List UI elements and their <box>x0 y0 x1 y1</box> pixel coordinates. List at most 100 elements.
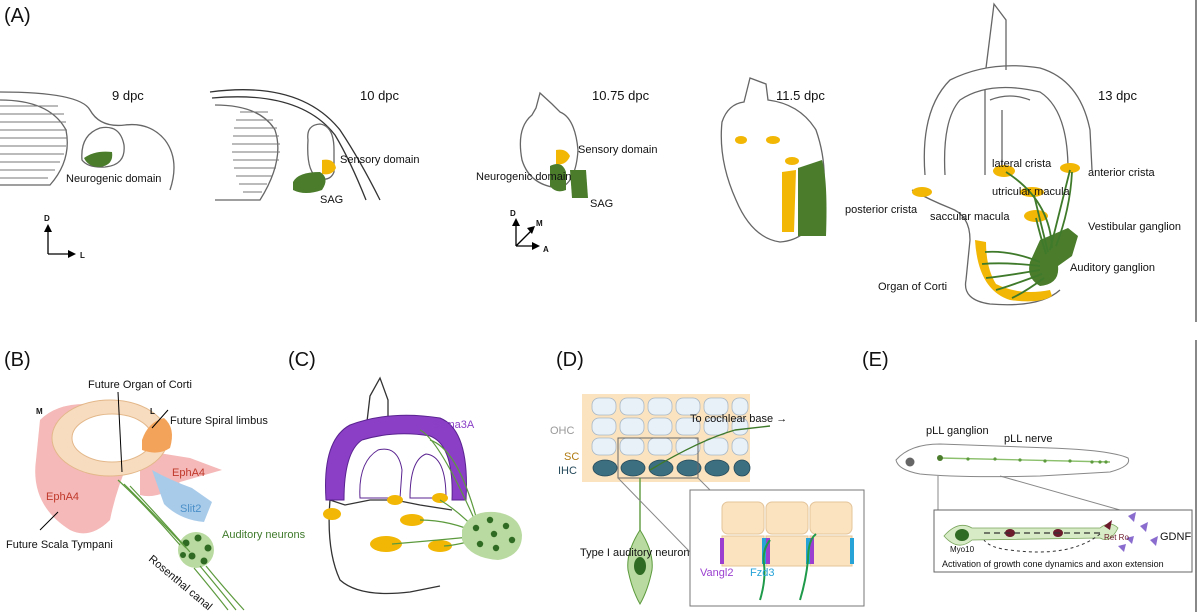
axis-d-9dpc: D <box>44 214 50 223</box>
neural-tube-stripes-9dpc <box>0 105 67 179</box>
organ-of-corti-patch <box>975 240 1052 302</box>
zoom-line-e-right <box>999 475 1121 511</box>
axis-a-1075dpc: A <box>543 245 549 254</box>
vestibule-outline-c <box>329 499 453 511</box>
utricular-macula-label: utricular macula <box>992 186 1071 198</box>
saccule-c <box>370 536 402 552</box>
auditory-neurons-label: Auditory neurons <box>222 529 306 541</box>
sensory-strip-115dpc <box>782 170 796 232</box>
label-m: M <box>36 407 43 416</box>
gdnf-label: GDNF <box>1160 531 1191 543</box>
panel-b-letter: (B) <box>4 349 31 371</box>
myo10-label: Myo10 <box>950 545 975 554</box>
endolymphatic-duct <box>985 2 1007 70</box>
panel-e: (E) pLL ganglion pLL nerve <box>862 340 1197 612</box>
auditory-neuron-cluster <box>178 532 214 568</box>
cochlear-lumen <box>71 413 153 463</box>
vangl2-label: Vangl2 <box>700 567 733 579</box>
sensory-domain-label-10dpc: Sensory domain <box>340 154 420 166</box>
zoom-inset <box>689 489 865 607</box>
semicircular-canals-outer <box>923 65 1093 176</box>
vestibular-auditory-ganglion <box>1029 228 1078 286</box>
anterior-crista-label: anterior crista <box>1088 167 1156 179</box>
pll-nerve-label: pLL nerve <box>1004 433 1053 445</box>
type1-axon-to-base <box>649 425 771 471</box>
zoom-line-left <box>617 477 691 553</box>
type1-neuron-nucleus <box>634 557 646 575</box>
sag-10dpc <box>293 172 326 193</box>
future-scala-tympani-label: Future Scala Tympani <box>6 539 113 551</box>
stage-13dpc-label: 13 dpc <box>1098 88 1138 103</box>
axis-l-9dpc: L <box>80 251 85 260</box>
future-spiral-limbus-label: Future Spiral limbus <box>170 415 268 427</box>
sensory-domain-10dpc <box>322 159 336 175</box>
axis-d-1075dpc: D <box>510 209 516 218</box>
axis-m-1075dpc: M <box>536 219 543 228</box>
sag-115dpc <box>798 160 827 236</box>
sc-label: SC <box>564 451 579 463</box>
panel-a-letter: (A) <box>4 5 31 27</box>
cochlear-base-c <box>428 540 452 552</box>
sensory-patch-3-115dpc <box>785 157 799 165</box>
utricular-macula-patch <box>1020 187 1044 197</box>
type1-neuron-label: Type I auditory neuron <box>580 547 689 559</box>
neural-tube-10dpc <box>214 104 279 201</box>
slit2-label: Slit2 <box>180 503 201 515</box>
sag-label-1075dpc: SAG <box>590 198 613 210</box>
ohc-rows <box>591 397 749 456</box>
axes-9dpc: D L <box>44 214 85 260</box>
stage-10dpc-label: 10 dpc <box>360 88 400 103</box>
future-spiral-limbus-region <box>142 418 172 453</box>
lateral-crista-c <box>387 495 403 505</box>
stage-10dpc: 10 dpc Sensory domain SAG <box>209 88 420 206</box>
endolymphatic-duct-c <box>365 376 389 431</box>
panel-e-letter: (E) <box>862 349 889 371</box>
neurogenic-domain-label-1075dpc: Neurogenic domain <box>476 171 571 183</box>
utricle-c <box>400 514 424 526</box>
posterior-crista-patch <box>912 187 932 197</box>
sensory-domain-label-1075dpc: Sensory domain <box>578 144 658 156</box>
posterior-crista-label: posterior crista <box>845 204 918 216</box>
sensory-patch-2-115dpc <box>766 136 780 144</box>
cochlea-outline <box>911 189 1061 306</box>
pll-caption: Activation of growth cone dynamics and a… <box>942 559 1164 569</box>
stage-9dpc-label: 9 dpc <box>112 88 144 103</box>
pll-ganglion-dot <box>937 455 943 461</box>
panel-d-letter: (D) <box>556 349 584 371</box>
stage-9dpc: 9 dpc Neurogenic domain D L <box>0 88 175 260</box>
panel-c-letter: (C) <box>288 349 316 371</box>
posterior-crista-c <box>323 508 341 520</box>
zoom-line-right <box>697 477 711 491</box>
ganglion-cluster-c <box>462 511 522 560</box>
neurogenic-domain-9dpc <box>84 151 113 167</box>
sensory-patch-1-115dpc <box>735 136 747 144</box>
canal-lumen-2 <box>409 453 447 499</box>
cochlea-outline-c <box>328 499 441 595</box>
lateral-crista-label: lateral crista <box>992 158 1052 170</box>
ihc-row <box>592 459 751 477</box>
stage-115dpc: 11.5 dpc <box>720 77 827 243</box>
otocyst-9dpc <box>81 126 125 168</box>
neural-tube-9dpc <box>0 99 68 186</box>
canal-top-arc <box>989 95 1031 101</box>
pll-ganglion-label: pLL ganglion <box>926 425 989 437</box>
stage-115dpc-label: 11.5 dpc <box>776 88 825 103</box>
to-cochlear-base-label: To cochlear base → <box>690 413 787 425</box>
ihc-label: IHC <box>558 465 577 477</box>
stage-1075dpc: 10.75 dpc Sensory domain Neurogenic doma… <box>476 88 658 254</box>
neural-tube-stripes-10dpc <box>232 111 280 193</box>
label-l: L <box>150 407 155 416</box>
panel-d: (D) <box>550 349 865 607</box>
epha4-left-label: EphA4 <box>46 491 79 503</box>
semicircular-canals-inner <box>943 86 1069 176</box>
scala-tympani-pointer <box>39 511 59 531</box>
organ-of-corti-pointer <box>117 391 123 473</box>
anterior-crista-c <box>432 493 448 503</box>
panel-b: (B) M L Future Organ of Corti Future Spi… <box>4 349 306 612</box>
epha4-right-label: EphA4 <box>172 467 205 479</box>
stage-13dpc: 13 dpc <box>845 2 1181 306</box>
stage-1075dpc-label: 10.75 dpc <box>592 88 650 103</box>
ohc-label: OHC <box>550 425 575 437</box>
saccular-macula-label: saccular macula <box>930 211 1010 223</box>
